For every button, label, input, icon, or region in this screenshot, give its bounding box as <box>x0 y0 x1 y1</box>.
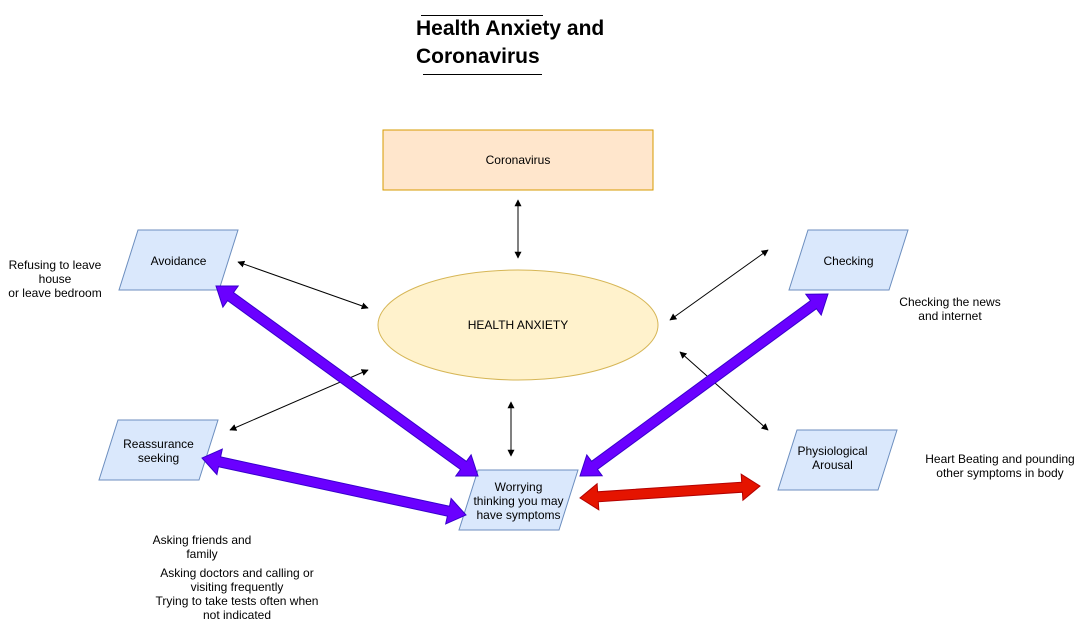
reassurance-note-doctors: Asking doctors and calling or visiting f… <box>155 566 319 622</box>
avoidance-note: Refusing to leave house or leave bedroom <box>8 258 102 300</box>
connector-avoidance-anxiety <box>237 260 369 310</box>
block-arrow-checking-worrying <box>579 293 829 477</box>
physiological-node[interactable] <box>777 429 898 491</box>
reassurance-label: Reassurance seeking <box>123 437 194 465</box>
diagram-title: Health Anxiety and Coronavirus <box>416 15 676 71</box>
checking-label: Checking <box>823 254 874 268</box>
title-top-rule <box>421 15 543 16</box>
connector-checking-anxiety <box>669 249 769 321</box>
connector-physiological-anxiety <box>679 351 769 431</box>
worrying-label: Worrying thinking you may have symptoms <box>473 480 564 522</box>
block-arrow-reassurance-worrying <box>201 448 467 525</box>
block-arrow-worrying-physiological <box>579 473 761 511</box>
block-arrow-avoidance-worrying <box>215 285 479 477</box>
physiological-label: Physiological Arousal <box>797 444 868 472</box>
worrying-node[interactable] <box>458 469 579 531</box>
coronavirus-label: Coronavirus <box>485 153 551 167</box>
avoidance-label: Avoidance <box>150 254 207 268</box>
checking-node[interactable] <box>788 229 909 291</box>
health-anxiety-node[interactable] <box>377 269 659 381</box>
title-line-2: Coronavirus <box>416 45 540 68</box>
reassurance-note-friends: Asking friends and family <box>152 533 252 561</box>
title-line-1: Health Anxiety and <box>416 17 605 40</box>
title-bottom-rule <box>423 74 542 75</box>
checking-note: Checking the news and internet <box>899 295 1001 323</box>
health-anxiety-label: HEALTH ANXIETY <box>467 318 569 332</box>
reassurance-node[interactable] <box>98 419 219 481</box>
coronavirus-node[interactable] <box>382 129 654 191</box>
physiological-note: Heart Beating and pounding other symptom… <box>925 452 1075 480</box>
